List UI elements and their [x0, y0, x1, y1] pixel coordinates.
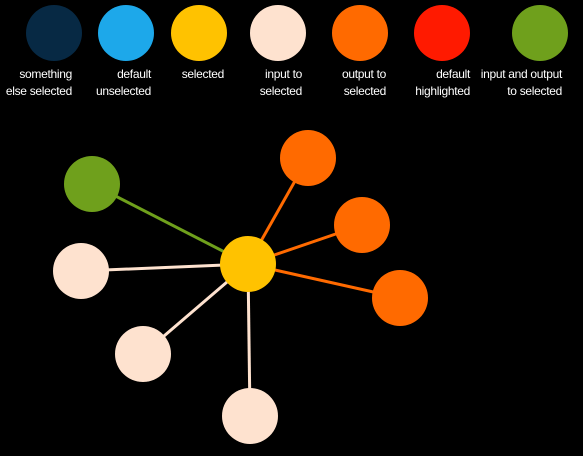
legend-swatch-selected — [171, 5, 227, 61]
legend-swatch-default-unselected — [98, 5, 154, 61]
graph-node-input[interactable] — [53, 243, 109, 299]
legend-label-default-unselected: default unselected — [95, 67, 151, 98]
graph-node-input[interactable] — [115, 326, 171, 382]
legend-swatch-input-to-selected — [250, 5, 306, 61]
graph-node-input-and-output[interactable] — [64, 156, 120, 212]
legend-label-output-to-selected: output to selected — [341, 67, 386, 98]
graph-node-output[interactable] — [334, 197, 390, 253]
legend-label-something-else-selected: something else selected — [5, 67, 72, 98]
graph-node-output[interactable] — [280, 130, 336, 186]
legend-swatch-something-else-selected — [26, 5, 82, 61]
legend-swatch-output-to-selected — [332, 5, 388, 61]
legend-label-default-highlighted: default highlighted — [415, 67, 470, 98]
legend-swatch-input-and-output-to-selected — [512, 5, 568, 61]
legend-label-input-to-selected: input to selected — [259, 67, 303, 98]
graph-node-input[interactable] — [222, 388, 278, 444]
graph-node-selected[interactable] — [220, 236, 276, 292]
legend-swatch-default-highlighted — [414, 5, 470, 61]
legend-label-input-and-output-to-selected: input and output to selected — [480, 67, 563, 98]
graph-nodes — [53, 130, 428, 444]
graph-node-output[interactable] — [372, 270, 428, 326]
legend-label-selected: selected — [181, 67, 225, 81]
graph-edge-input-and-output — [91, 182, 249, 266]
